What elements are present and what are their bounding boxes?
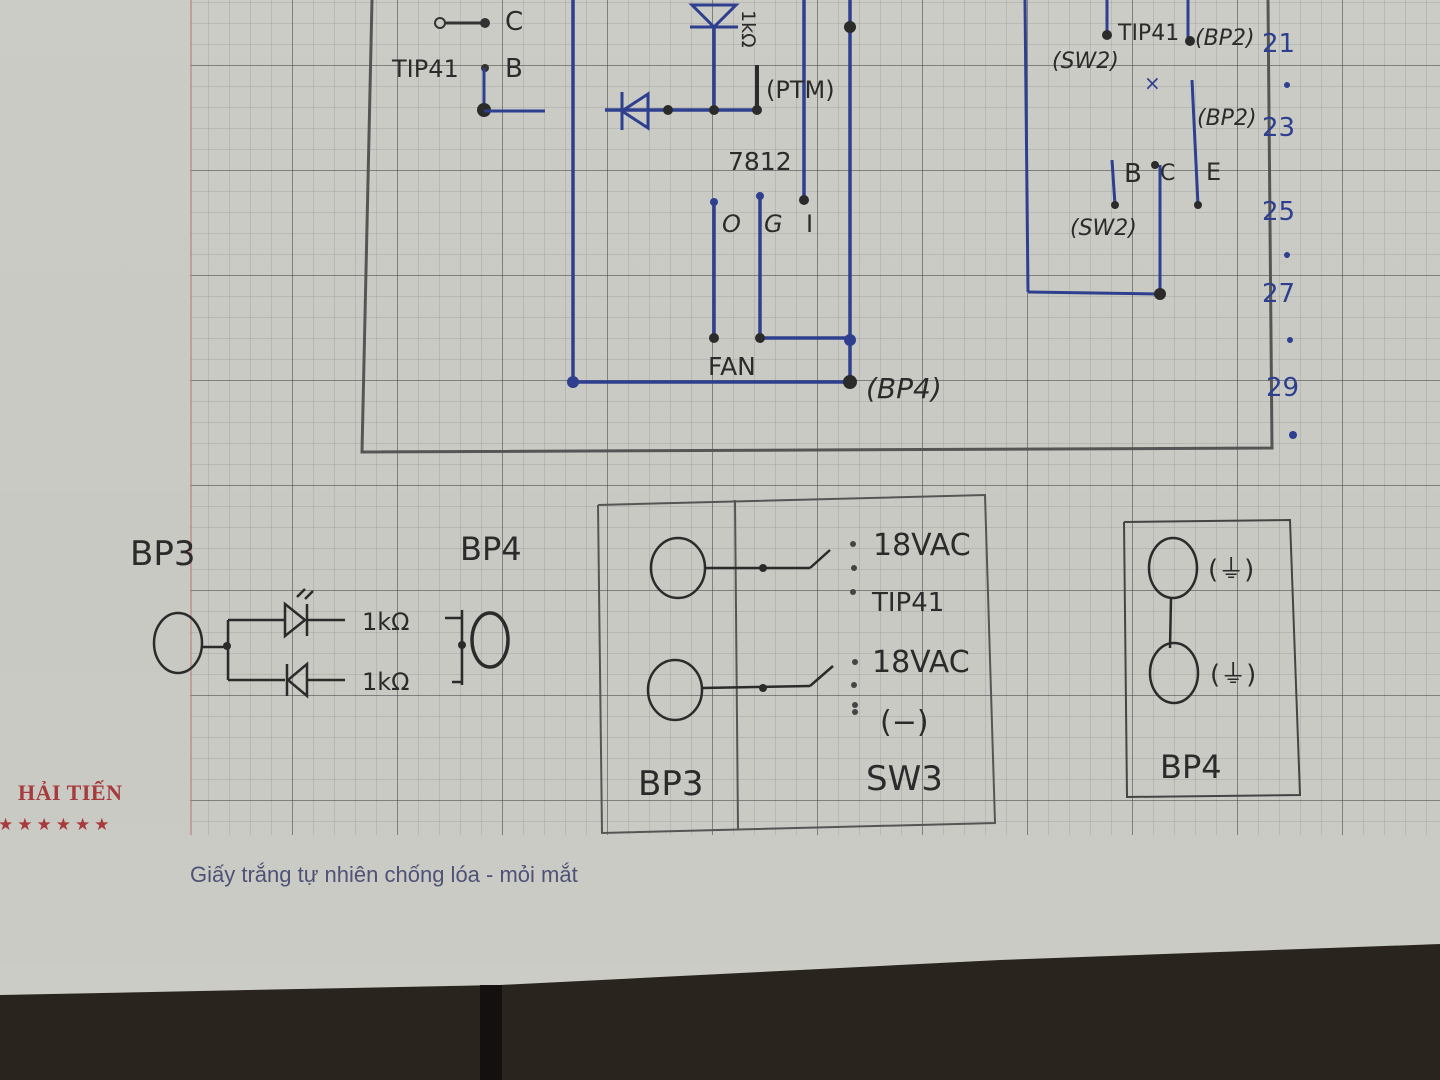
- svg-text:21: 21: [1262, 29, 1295, 59]
- blue-wiring: [571, 0, 852, 384]
- bp4-detail-label: BP4: [1160, 748, 1222, 786]
- sw3-terminal-tip41: TIP41: [871, 588, 944, 618]
- sw3-wiring: [646, 536, 834, 722]
- sw3-terminals: [850, 541, 858, 715]
- detail-sw3: [597, 493, 997, 835]
- bp4-bottom-ground-label: (⏚): [1210, 660, 1256, 690]
- tip41-left: C B TIP41: [391, 7, 545, 117]
- diode-top: [688, 3, 740, 30]
- main-schematic: [360, 0, 1274, 454]
- right-pin-c: C: [1160, 161, 1175, 186]
- bp4-label: BP4: [460, 530, 522, 568]
- graph-paper-grid: [190, 0, 1440, 835]
- detail-bp3-bp4: [152, 588, 510, 699]
- sw2-bottom-label: (SW2): [1070, 216, 1137, 241]
- svg-text:29: 29: [1266, 373, 1299, 403]
- row-numbers: 21 23 25 27 29: [1262, 29, 1299, 439]
- page-margin-line: [190, 0, 192, 835]
- svg-text:23: 23: [1262, 113, 1295, 143]
- svg-text:27: 27: [1262, 279, 1295, 309]
- brand-stars: ★★★★★★: [0, 815, 114, 834]
- tip41-right-label: TIP41: [1117, 21, 1179, 46]
- svg-text:25: 25: [1262, 197, 1295, 227]
- right-pin-b: B: [1124, 159, 1142, 189]
- detail-bp4: [1123, 518, 1302, 799]
- right-schematic-block: [1023, 0, 1200, 296]
- regulator-pin-g: G: [764, 210, 783, 238]
- notebook-page: [0, 0, 1440, 995]
- sw3-terminal-negative: (−): [880, 705, 929, 740]
- bp2-mid-label: (BP2): [1197, 106, 1257, 131]
- resistor-top-label: 1kΩ: [362, 608, 410, 636]
- bp2-top-label: (BP2): [1195, 26, 1255, 51]
- notebook-brand: HẢI TIẾN: [18, 780, 123, 805]
- cross-mark: ×: [1144, 71, 1161, 95]
- bp3-label: BP3: [130, 534, 195, 574]
- fan-label: FAN: [708, 352, 756, 381]
- bp4-connector-label: (BP4): [866, 372, 942, 405]
- resistor-bottom-label: 1kΩ: [362, 668, 410, 696]
- potentiometer-label: (PTM): [766, 76, 835, 104]
- binder-strap: [480, 985, 502, 1080]
- right-pin-e: E: [1206, 158, 1221, 186]
- sw3-label: SW3: [866, 759, 943, 799]
- bp4-top-ground-label: (⏚): [1208, 555, 1254, 585]
- diode-horizontal: [619, 91, 650, 131]
- notebook-tagline: Giấy trắng tự nhiên chống lóa - mỏi mắt: [190, 862, 578, 887]
- regulator-pin-o: O: [722, 210, 741, 238]
- regulator-label: 7812: [728, 147, 792, 176]
- tip41-pin-c-label: C: [505, 7, 523, 37]
- sw3-bp3-label: BP3: [638, 764, 703, 804]
- regulator-pin-i: I: [806, 210, 813, 238]
- sw3-terminal-18vac-2: 18VAC: [872, 645, 970, 680]
- resistor-1k-label: 1kΩ: [737, 10, 759, 48]
- sw2-top-label: (SW2): [1052, 49, 1119, 74]
- sw3-terminal-18vac-1: 18VAC: [873, 528, 971, 563]
- tip41-pin-b-label: B: [505, 54, 523, 84]
- tip41-left-label: TIP41: [391, 55, 459, 83]
